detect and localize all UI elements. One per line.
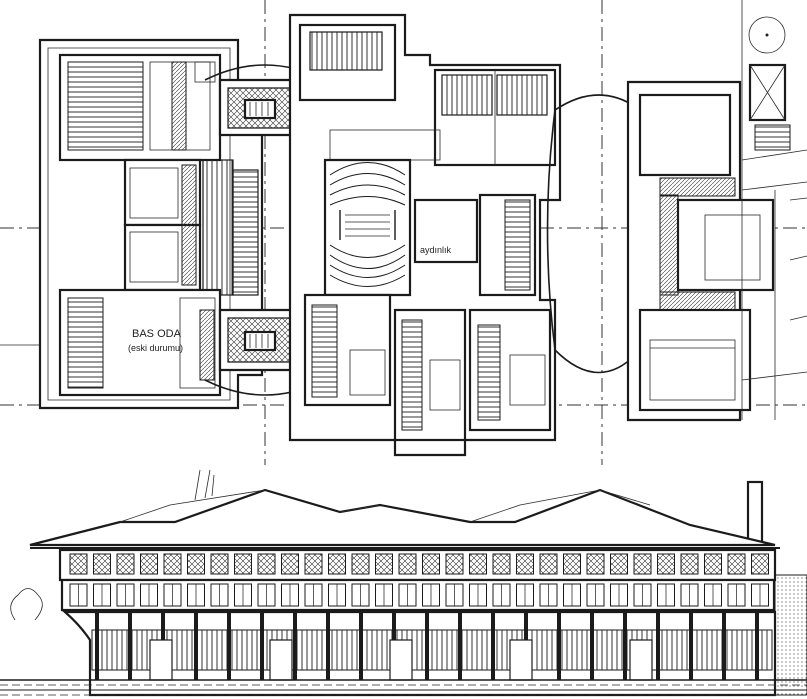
- upper-lattice-window: [398, 553, 417, 575]
- upper-lattice-window: [116, 553, 135, 575]
- room-label-bas-oda: BAS ODA: [132, 328, 182, 340]
- facade-pier: [656, 612, 660, 680]
- upper-lattice-window: [563, 553, 581, 575]
- left-wing: BAS ODA (eski durumu): [38, 38, 326, 410]
- rooms-bottom-center: [303, 293, 552, 442]
- facade-door: [629, 639, 653, 681]
- facade-pier: [227, 612, 231, 680]
- upper-lattice-window: [187, 553, 205, 575]
- facade-pier: [557, 612, 561, 680]
- room-middle-left: [123, 158, 202, 292]
- lattice-bays: [218, 78, 302, 372]
- upper-lattice-window: [469, 553, 487, 575]
- upper-lattice-window: [680, 553, 699, 575]
- facade-door: [509, 639, 533, 681]
- roof: [29, 488, 780, 549]
- facade-pier: [491, 612, 495, 680]
- facade-door: [269, 639, 293, 681]
- room-label-lightwell: aydınlık: [420, 245, 452, 255]
- louvered-bench: [202, 159, 259, 296]
- lightwell: aydınlık: [413, 198, 479, 264]
- room-top-pair: [433, 68, 557, 167]
- lower-window-band: [60, 578, 776, 612]
- upper-lattice-window: [727, 553, 746, 575]
- facade-door: [389, 639, 413, 681]
- facade-pier: [128, 612, 132, 680]
- facade-pier: [293, 612, 297, 680]
- upper-lattice-window: [610, 553, 628, 575]
- facade-pier: [755, 612, 759, 680]
- ground-floor-facade: [62, 610, 777, 697]
- upper-lattice-window: [516, 553, 534, 575]
- upper-lattice-window: [210, 553, 229, 575]
- facade-door: [149, 639, 173, 681]
- upper-lattice-window: [751, 553, 769, 575]
- facade-pier: [359, 612, 363, 680]
- facade-pier: [689, 612, 693, 680]
- room-label-note: (eski durumu): [128, 343, 183, 353]
- upper-lattice-window: [586, 553, 605, 575]
- facade-pier: [194, 612, 198, 680]
- right-wing: [626, 80, 775, 422]
- upper-lattice-window: [539, 553, 558, 575]
- facade-pier: [458, 612, 462, 680]
- facade-pier: [590, 612, 594, 680]
- facade-pier: [722, 612, 726, 680]
- central-block: aydınlık: [288, 13, 649, 457]
- facade-pier: [326, 612, 330, 680]
- room-top-left: [58, 53, 222, 162]
- upper-lattice-window: [234, 553, 252, 575]
- front-elevation: [0, 469, 807, 697]
- upper-lattice-window: [422, 553, 440, 575]
- upper-lattice-window: [351, 553, 370, 575]
- upper-lattice-window: [445, 553, 464, 575]
- floor-plan: BAS ODA (eski durumu): [0, 0, 807, 465]
- upper-lattice-window: [140, 553, 158, 575]
- upper-lattice-window: [375, 553, 393, 575]
- upper-lattice-window: [304, 553, 323, 575]
- upper-lattice-window: [93, 553, 111, 575]
- upper-lattice-window: [657, 553, 675, 575]
- room-top-center: [298, 23, 397, 102]
- facade-pier: [425, 612, 429, 680]
- upper-lattice-window: [633, 553, 652, 575]
- upper-lattice-window: [69, 553, 88, 575]
- chimney: [746, 480, 764, 544]
- upper-lattice-window: [163, 553, 182, 575]
- facade-pier: [260, 612, 264, 680]
- room-bas-oda: BAS ODA (eski durumu): [58, 288, 222, 397]
- upper-lattice-window: [328, 553, 346, 575]
- facade-pier: [623, 612, 627, 680]
- upper-lattice-window: [492, 553, 511, 575]
- site-elements: [741, 0, 807, 420]
- stone-wall: [774, 574, 807, 696]
- upper-window-band: [58, 548, 777, 582]
- upper-lattice-window: [281, 553, 299, 575]
- facade-pier: [95, 612, 99, 680]
- waterline: [0, 679, 807, 696]
- upper-lattice-window: [704, 553, 722, 575]
- upper-lattice-window: [257, 553, 276, 575]
- secondary-stair: [478, 193, 537, 297]
- grand-staircase: [323, 158, 412, 297]
